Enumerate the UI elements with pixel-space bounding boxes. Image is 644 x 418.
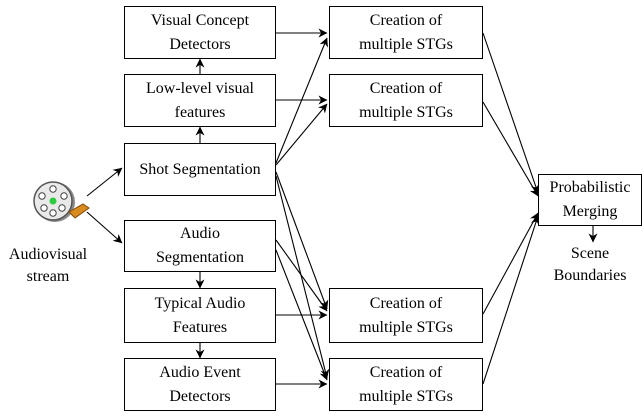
stg-creation-box-2: Creation of multiple STGs	[329, 74, 483, 127]
scene-boundaries-label: Scene Boundaries	[553, 245, 627, 284]
arrow-input-to-shot-segmentation	[86, 167, 123, 197]
arrow-shot-to-stg3	[275, 171, 329, 310]
arrow-stg2-to-merging	[482, 101, 539, 197]
arrow-shot-to-stg1	[275, 37, 328, 164]
input-label: Audiovisual stream	[8, 246, 88, 285]
arrow-stg4-to-merging	[482, 215, 540, 385]
audio-event-detectors-box: Audio Event Detectors	[124, 358, 276, 411]
arrow-stg3-to-merging	[482, 212, 539, 315]
film-reel-icon	[33, 181, 90, 222]
probabilistic-merging-box: Probabilistic Merging	[538, 174, 642, 226]
typical-audio-features-box: Typical Audio Features	[124, 288, 276, 343]
arrow-stg1-to-merging	[482, 32, 540, 194]
visual-concept-detectors-box: Visual Concept Detectors	[124, 6, 276, 59]
arrow-audioseg-to-stg3	[275, 239, 328, 312]
audio-segmentation-box: Audio Segmentation	[124, 220, 276, 272]
arrow-input-to-audio-segmentation	[86, 211, 123, 244]
arrow-audioseg-to-stg4	[275, 249, 329, 381]
shot-segmentation-box: Shot Segmentation	[124, 143, 276, 196]
low-level-visual-features-box: Low-level visual features	[124, 74, 276, 127]
arrow-shot-to-stg2	[275, 103, 328, 166]
stg-creation-box-3: Creation of multiple STGs	[329, 288, 483, 343]
stg-creation-box-4: Creation of multiple STGs	[329, 358, 483, 411]
arrow-shot-to-stg4	[275, 175, 330, 379]
stg-creation-box-1: Creation of multiple STGs	[329, 6, 483, 59]
